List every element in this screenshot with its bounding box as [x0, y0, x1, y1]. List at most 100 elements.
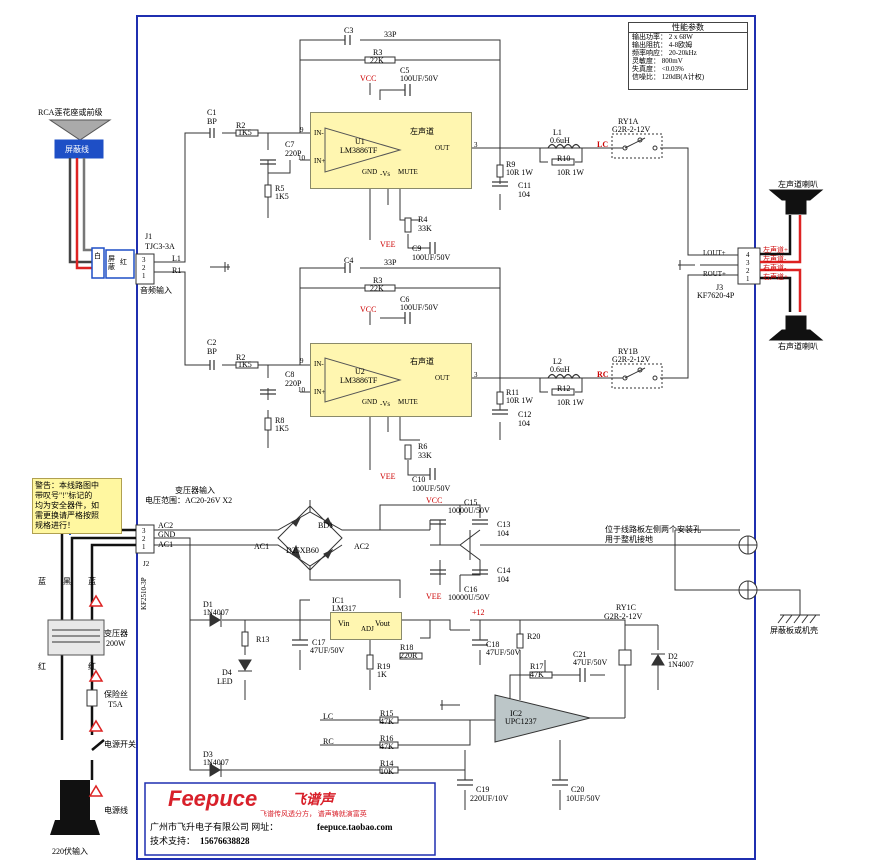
c9-label: C9 — [412, 244, 422, 253]
j3-pin-4: 4 — [746, 251, 750, 259]
ac1-bridge: AC1 — [254, 542, 270, 551]
diode-symbols — [209, 613, 665, 777]
fuse-value: T5A — [108, 700, 123, 709]
ry1b-part: G2R-2-12V — [612, 355, 651, 364]
c12-value: 104 — [518, 419, 530, 428]
r3-right-label: R3 — [373, 276, 383, 285]
mains-input-label: 220伏输入 — [52, 847, 88, 856]
d4-label: D4 — [222, 668, 232, 677]
u2-mute: MUTE — [398, 398, 418, 406]
gnd-net: GND — [158, 530, 176, 539]
u1-part: LM3886TF — [340, 146, 378, 155]
performance-row-2: 输出阻抗： 4-8欧姆 — [632, 41, 693, 49]
l2-inductor-value: 0.6uH — [550, 365, 570, 374]
r16-label: R16 — [380, 734, 394, 743]
r11-label: R11 — [506, 388, 520, 397]
c5-value: 100UF/50V — [400, 74, 439, 83]
warning-triangles — [88, 594, 104, 797]
right-speaker-label: 右声道喇叭 — [778, 342, 818, 351]
resistor-symbols — [235, 56, 575, 774]
switch-label: 电源开关 — [104, 740, 136, 749]
wire-color-red: 红 — [120, 258, 127, 266]
brand-slogan: 飞谱传风透分方， 谱声铸就演富英 — [260, 810, 367, 818]
wires — [153, 39, 801, 810]
r2-right-label: R2 — [236, 353, 246, 362]
rc-net-label: RC — [597, 370, 609, 379]
c6-label: C6 — [400, 295, 410, 304]
c8-label: C8 — [285, 370, 295, 379]
c20-value: 10UF/50V — [566, 794, 601, 803]
vcc-right: VCC — [360, 305, 377, 314]
r18-label: R18 — [400, 643, 414, 652]
ic2-part: UPC1237 — [505, 717, 537, 726]
transformer-watt: 200W — [106, 639, 126, 648]
audio-input-label: 音频输入 — [140, 286, 172, 295]
performance-title: 性能参数 — [629, 23, 747, 33]
power-cord — [60, 780, 90, 820]
u2-out: OUT — [435, 374, 450, 382]
c9-value: 100UF/50V — [412, 253, 451, 262]
vcc-left: VCC — [360, 74, 377, 83]
u2-part: LM3886TF — [340, 376, 378, 385]
r6-label: R6 — [418, 442, 428, 451]
u2-label: U2 — [355, 367, 365, 376]
performance-row-5: 失真度： <0.03% — [632, 65, 684, 73]
speaker-icons — [768, 189, 824, 341]
j3-label: J3 — [716, 283, 724, 292]
r12-value: 10R 1W — [557, 398, 584, 407]
board-frame — [136, 15, 756, 860]
r8-value: 1K5 — [275, 424, 289, 433]
chassis-label: 屏蔽板或机壳 — [770, 626, 818, 635]
conn-right-minus: 右声道- — [763, 264, 787, 272]
r10-value: 10R 1W — [557, 168, 584, 177]
j2-pin-3: 3 — [142, 527, 146, 535]
ic1-vin: Vin — [338, 619, 350, 628]
r3-left-value: 22K — [370, 56, 384, 65]
u2-gnd: GND — [362, 398, 378, 406]
r8-label: R8 — [275, 416, 285, 425]
ic1-lm317-box — [330, 612, 402, 640]
c10-label: C10 — [412, 475, 426, 484]
l1-net: L1 — [172, 254, 181, 263]
c1-label: C1 — [207, 108, 217, 117]
j1-pin-2: 2 — [142, 264, 146, 272]
r4-label: R4 — [418, 215, 428, 224]
c2-label: C2 — [207, 338, 217, 347]
c21-value: 47UF/50V — [573, 658, 608, 667]
j1-type: TJC3-3A — [145, 242, 175, 251]
footer-frame — [144, 782, 436, 856]
c17-value: 47UF/50V — [310, 646, 345, 655]
ry1b-label: RY1B — [618, 347, 639, 356]
l1-inductor-value: 0.6uH — [550, 136, 570, 145]
lout-plus: LOUT+ — [703, 249, 726, 257]
fuse-label: 保险丝 — [104, 690, 128, 699]
power-plug — [50, 820, 100, 835]
u1-pin-10: 10 — [298, 154, 305, 162]
j3-type: KF7620-4P — [697, 291, 735, 300]
c19-label: C19 — [476, 785, 490, 794]
ry1a-label: RY1A — [618, 117, 639, 126]
j1-pin-1: 1 — [142, 272, 146, 280]
c3-label: C3 — [344, 26, 354, 35]
conn-left-plus: 左声道+ — [763, 246, 788, 254]
support-phone: 15676638828 — [200, 836, 250, 846]
c15-value: 10000U/50V — [448, 506, 490, 515]
c12-label: C12 — [518, 410, 532, 419]
power-cord-label: 电源线 — [104, 806, 128, 815]
u1-pin-3: 3 — [474, 141, 478, 149]
lc-protection-net: LC — [323, 712, 334, 721]
ac2-net: AC2 — [158, 521, 174, 530]
r1-net: R1 — [172, 266, 182, 275]
r17-label: R17 — [530, 662, 544, 671]
c18-value: 47UF/50V — [486, 648, 521, 657]
ic1-vout: Vout — [375, 619, 390, 628]
c4-label: C4 — [344, 256, 354, 265]
c7-label: C7 — [285, 140, 295, 149]
r15-label: R15 — [380, 709, 394, 718]
j3-pin-3: 3 — [746, 259, 750, 267]
conn-right-plus: 右声道+ — [763, 273, 788, 281]
plus12-net: +12 — [472, 608, 485, 617]
wire-red-2: 红 — [88, 662, 96, 671]
ground-symbols — [210, 260, 820, 710]
rout-plus: ROUT+ — [703, 270, 727, 278]
